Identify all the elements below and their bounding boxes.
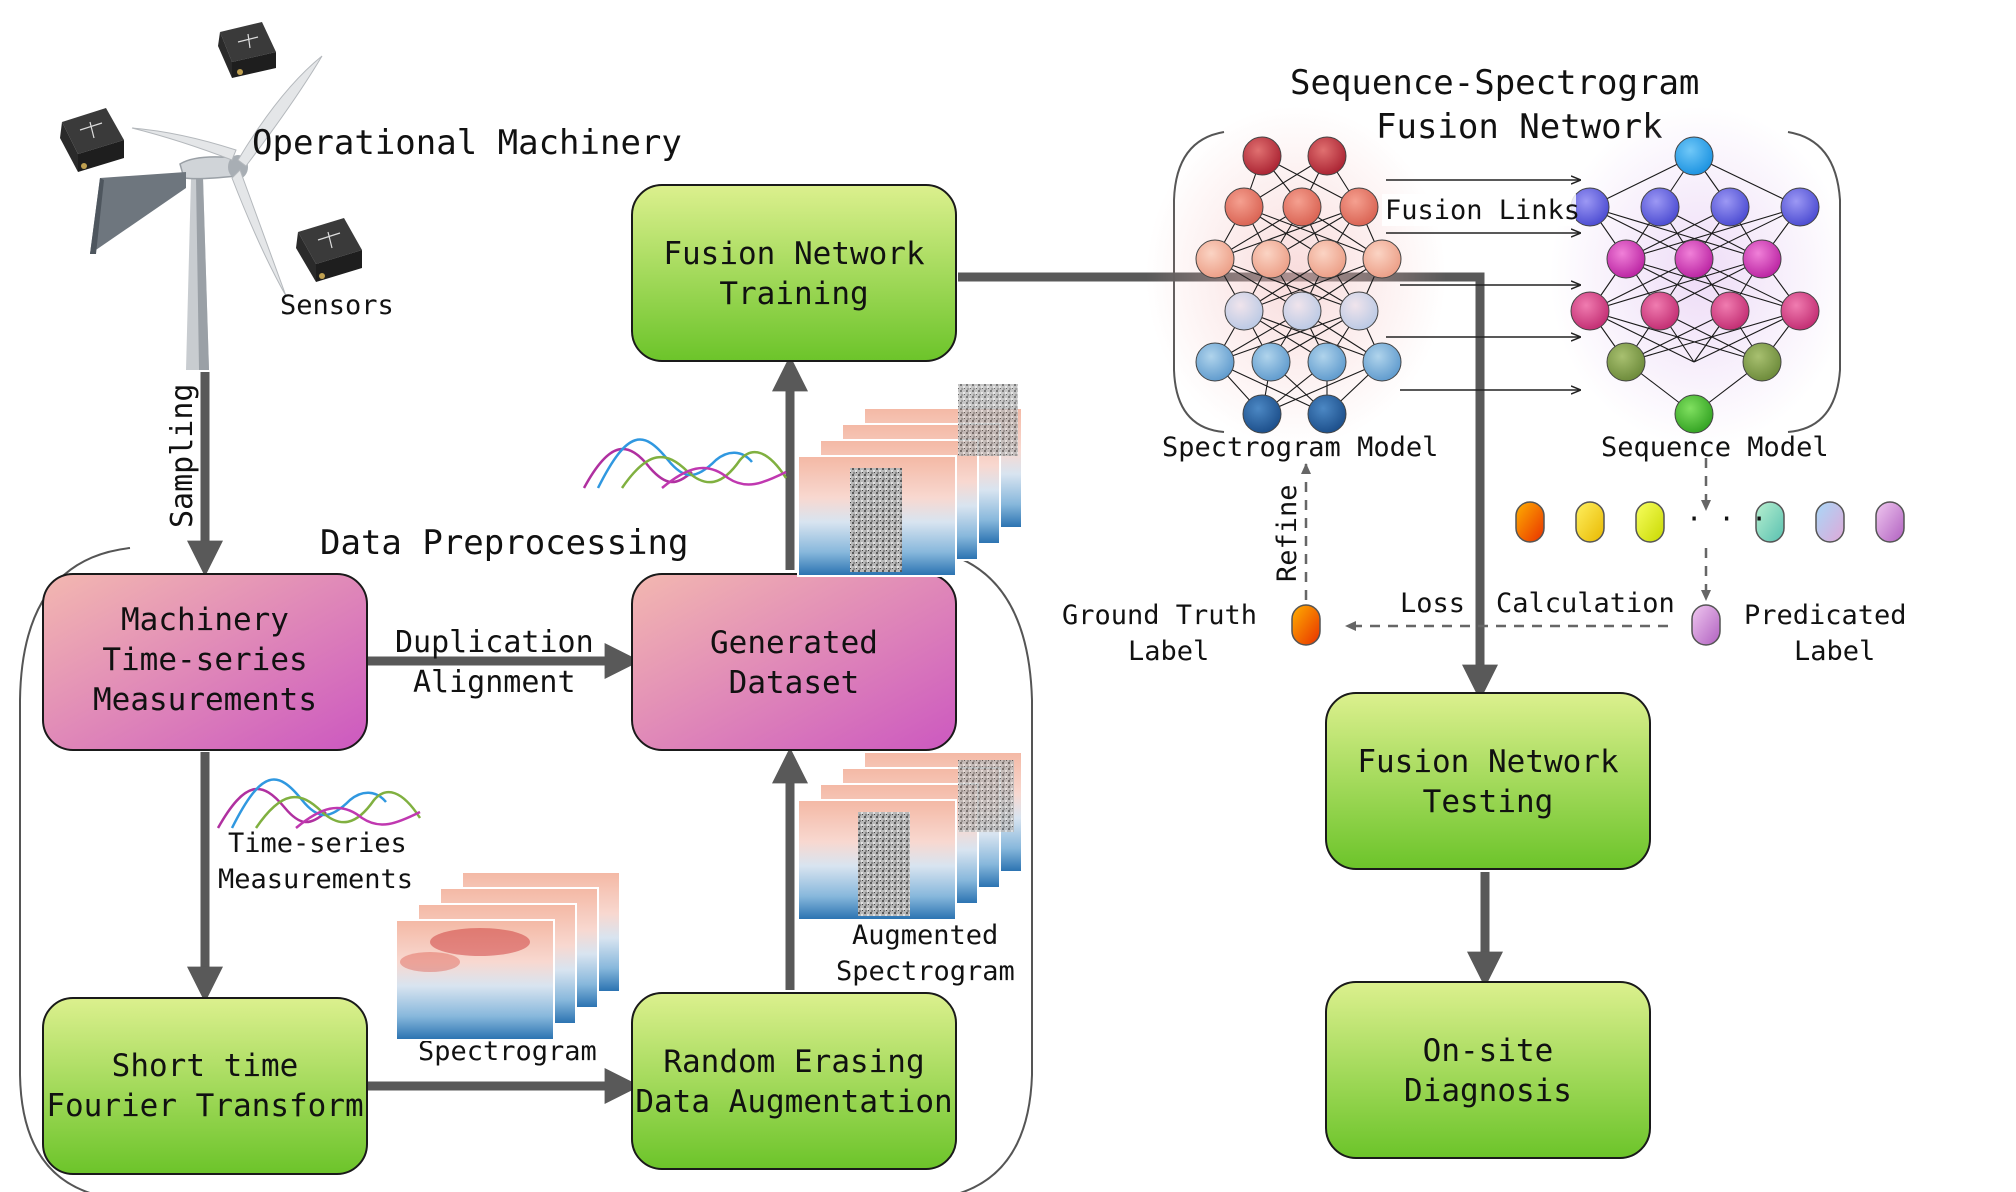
predicated-pill — [1691, 604, 1721, 646]
augmented-label-line2: Spectrogram — [836, 956, 1015, 987]
stft-box[interactable]: Short time Fourier Transform — [42, 997, 368, 1175]
testing-box-line2: Testing — [1423, 784, 1554, 820]
training-box[interactable]: Fusion Network Training — [631, 184, 957, 362]
sensor-icon — [60, 108, 124, 172]
timeseries-label-line2: Measurements — [218, 864, 413, 895]
diagnosis-box-line2: Diagnosis — [1404, 1073, 1572, 1109]
preprocessing-bracket — [19, 547, 1033, 1192]
dataset-box[interactable]: Generated Dataset — [631, 573, 957, 751]
waveform-icon — [582, 438, 788, 489]
waveform-icon — [216, 778, 422, 829]
predicated-label-line2: Label — [1794, 636, 1875, 667]
ground-truth-label-line1: Ground Truth — [1062, 600, 1257, 631]
erasing-box-line2: Data Augmentation — [635, 1084, 952, 1120]
dataset-box-line2: Dataset — [729, 665, 860, 701]
measurements-box-line3: Measurements — [93, 682, 317, 718]
spectrogram-label: Spectrogram — [418, 1036, 597, 1067]
measurements-box-line2: Time-series — [102, 642, 307, 678]
dataset-box-line1: Generated — [710, 625, 878, 661]
sequence-model-edges — [1589, 155, 1801, 415]
stft-box-line2: Fourier Transform — [46, 1088, 363, 1124]
predicated-label-line1: Predicated — [1744, 600, 1907, 631]
ground-truth-pill — [1291, 604, 1321, 646]
training-box-line2: Training — [719, 276, 868, 312]
loss-label: Loss — [1400, 588, 1465, 619]
stft-box-line1: Short time — [112, 1048, 299, 1084]
measurements-box[interactable]: Machinery Time-series Measurements — [42, 573, 368, 751]
erasing-box[interactable]: Random Erasing Data Augmentation — [631, 992, 957, 1170]
calculation-label: Calculation — [1496, 588, 1675, 619]
machinery-title: Operational Machinery — [252, 123, 682, 163]
ellipsis-label: · · · — [1686, 504, 1767, 535]
alignment-label: Alignment — [413, 665, 576, 700]
measurements-box-line1: Machinery — [121, 602, 289, 638]
preprocessing-title: Data Preprocessing — [320, 523, 688, 563]
fusion-links-label: Fusion Links — [1385, 195, 1580, 226]
ground-truth-label-line2: Label — [1128, 636, 1209, 667]
spectrogram-stack — [395, 871, 621, 1041]
augmented-spectrogram-stack — [797, 751, 1023, 921]
sensors-label: Sensors — [280, 290, 394, 321]
diagnosis-box-line1: On-site — [1423, 1033, 1554, 1069]
sensor-icon — [296, 218, 362, 282]
output-class-pills — [1515, 501, 1905, 543]
augmented-label-line1: Augmented — [852, 920, 998, 951]
spectrogram-model-nodes — [1195, 136, 1402, 434]
testing-box-line1: Fusion Network — [1357, 744, 1619, 780]
augmented-spectrogram-stack — [797, 384, 1023, 577]
wind-turbine-icon — [90, 55, 323, 370]
dashed-arrows — [1301, 458, 1711, 631]
spectrogram-model-label: Spectrogram Model — [1162, 432, 1438, 463]
fusion-link-arrows — [1386, 180, 1580, 390]
diagnosis-box[interactable]: On-site Diagnosis — [1325, 981, 1651, 1159]
erasing-box-line1: Random Erasing — [663, 1044, 924, 1080]
timeseries-label-line1: Time-series — [228, 828, 407, 859]
spectrogram-model-edges — [1214, 155, 1383, 415]
refine-label: Refine — [1272, 484, 1303, 582]
sampling-label: Sampling — [165, 384, 200, 529]
duplication-label: Duplication — [395, 625, 594, 660]
sequence-model-label: Sequence Model — [1601, 432, 1829, 463]
network-title-line1: Sequence-Spectrogram — [1290, 63, 1699, 103]
training-box-line1: Fusion Network — [663, 236, 925, 272]
arrow-training-to-testing — [958, 272, 1498, 701]
sensor-icon — [218, 22, 276, 78]
testing-box[interactable]: Fusion Network Testing — [1325, 692, 1651, 870]
fusion-links-label-bg — [1382, 194, 1576, 226]
